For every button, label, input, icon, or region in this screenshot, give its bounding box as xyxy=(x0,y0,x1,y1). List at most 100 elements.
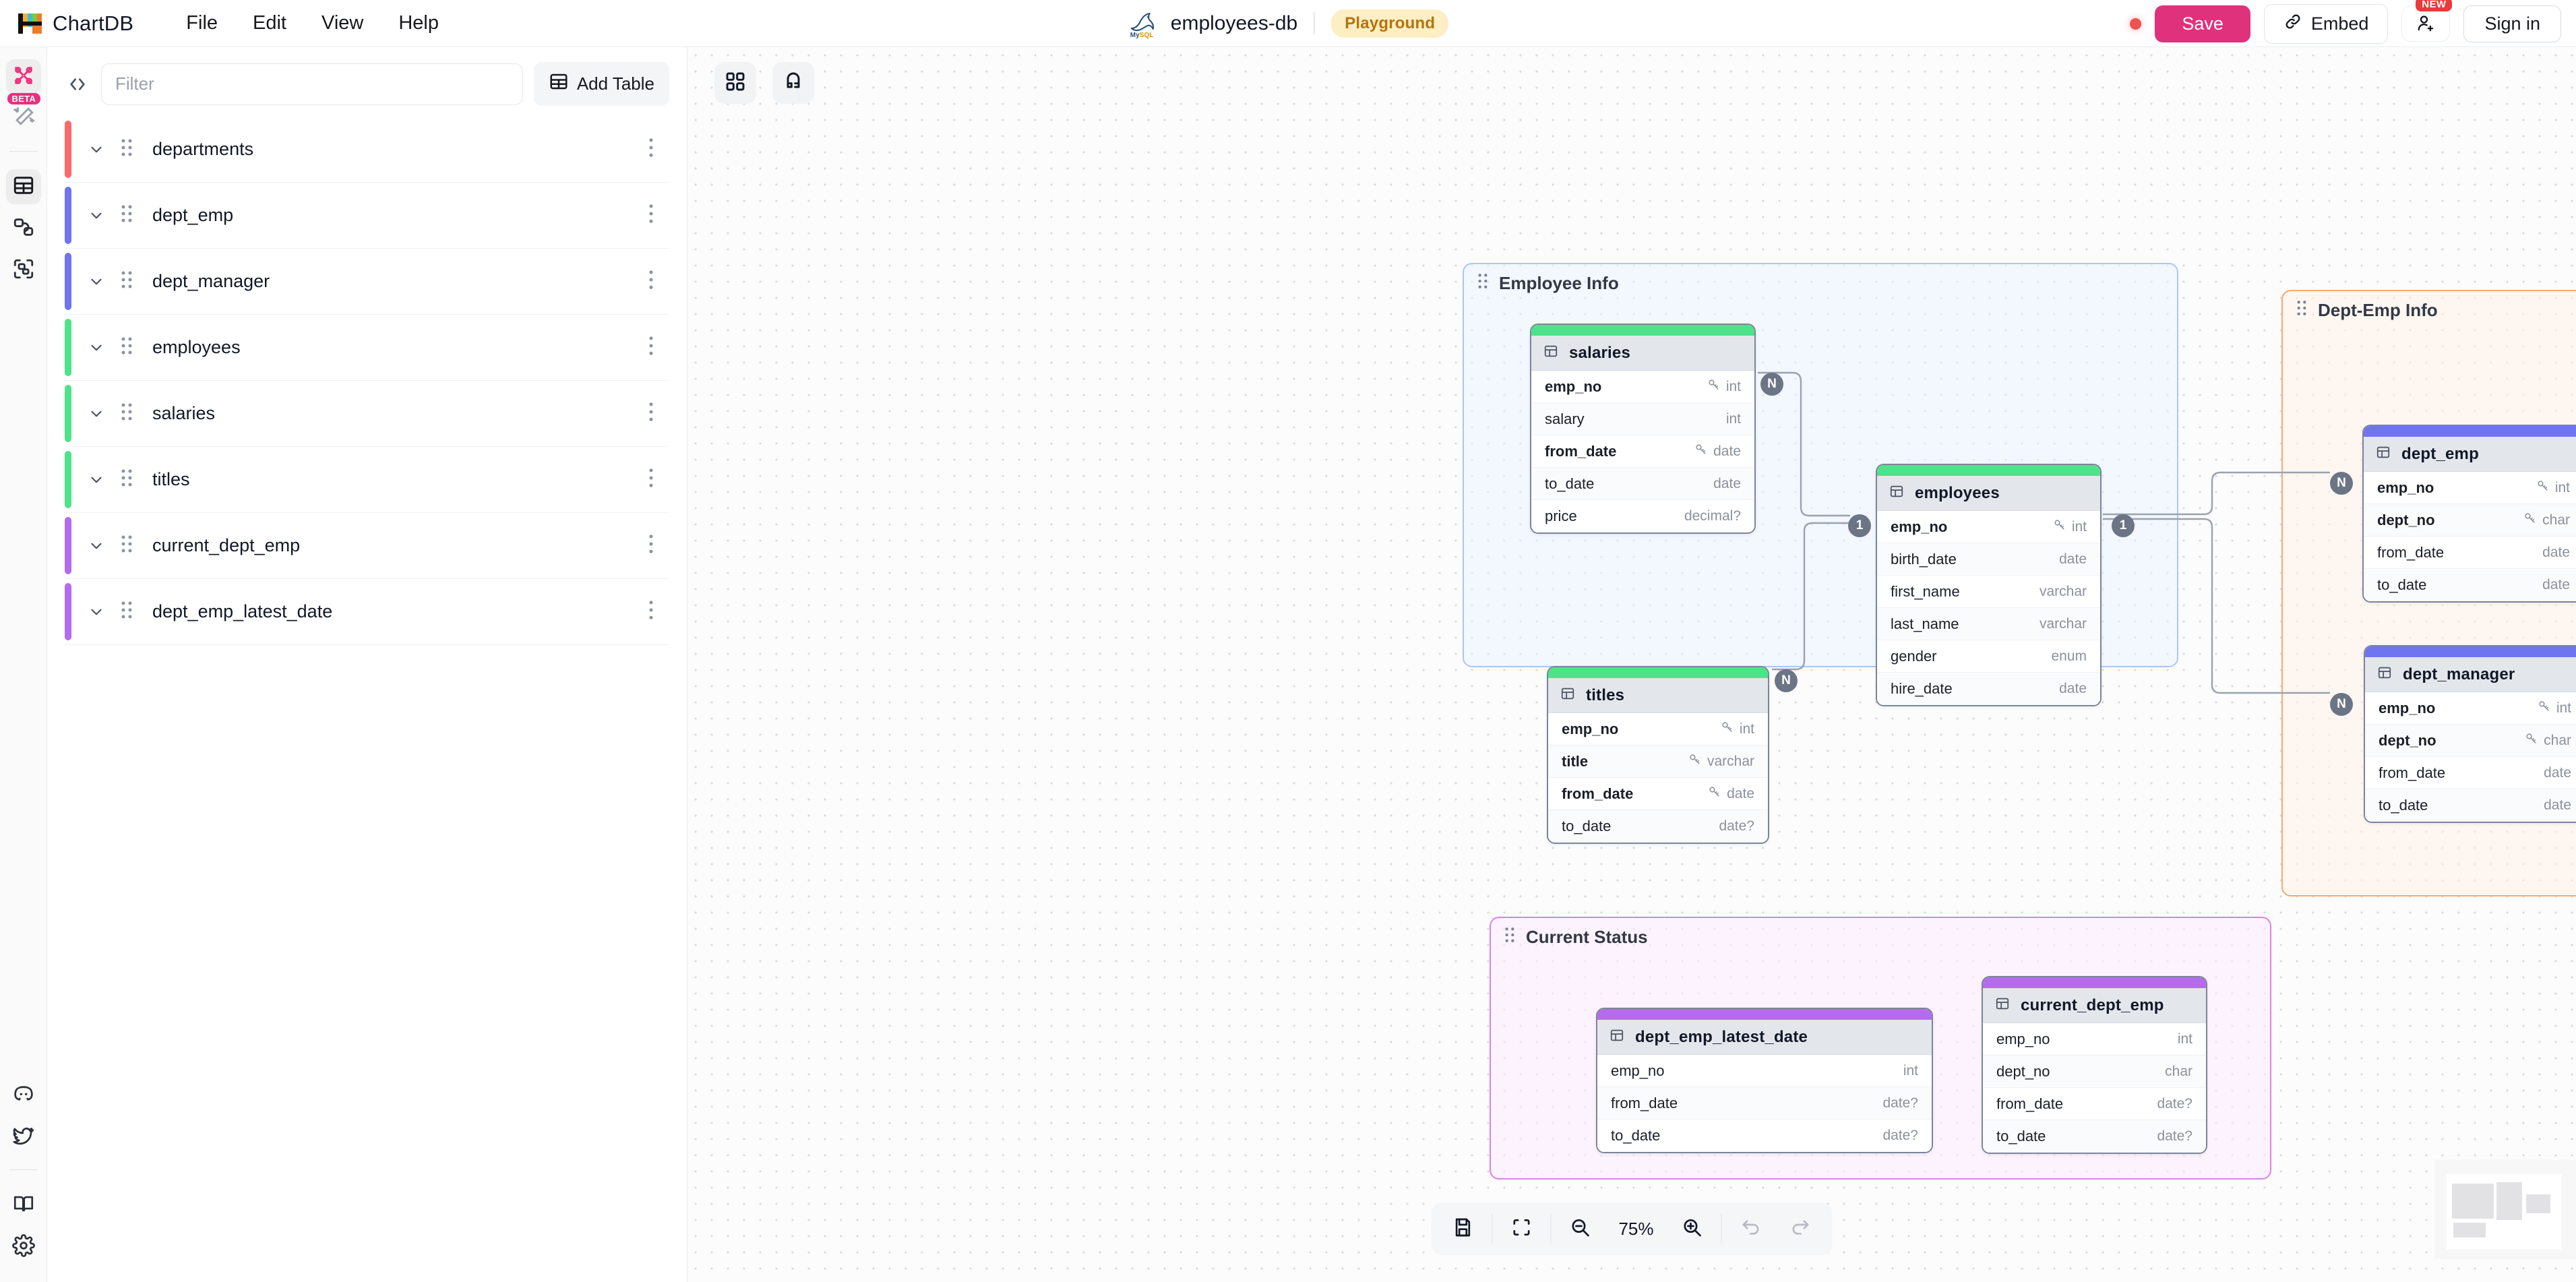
drag-handle-icon[interactable] xyxy=(119,204,135,227)
menu-item-file[interactable]: File xyxy=(186,12,218,34)
chevron-down-icon[interactable] xyxy=(88,405,105,423)
add-table-button[interactable]: Add Table xyxy=(533,62,669,106)
drag-handle-icon[interactable] xyxy=(119,138,135,161)
chevron-down-icon[interactable] xyxy=(88,273,105,291)
minimap[interactable] xyxy=(2434,1159,2576,1259)
drag-handle-icon[interactable] xyxy=(119,600,135,623)
save-button[interactable]: Save xyxy=(2155,5,2250,42)
menu-item-view[interactable]: View xyxy=(321,12,364,34)
table-node-header[interactable]: employees xyxy=(1877,476,2100,511)
sidebar-table-row[interactable]: salaries xyxy=(65,381,669,447)
table-node-header[interactable]: dept_emp_latest_date xyxy=(1597,1020,1932,1055)
drag-handle-icon[interactable] xyxy=(119,270,135,293)
zoom-in-button[interactable] xyxy=(1667,1210,1717,1248)
menu-item-edit[interactable]: Edit xyxy=(253,12,286,34)
chevron-down-icon[interactable] xyxy=(88,471,105,489)
sidebar-table-row[interactable]: dept_emp xyxy=(65,183,669,249)
toggle-grid-button[interactable] xyxy=(714,62,756,104)
sidebar-table-row[interactable]: dept_manager xyxy=(65,249,669,315)
chevron-down-icon[interactable] xyxy=(88,603,105,621)
table-menu-icon[interactable] xyxy=(648,599,654,624)
database-name[interactable]: employees-db xyxy=(1170,12,1298,34)
table-menu-icon[interactable] xyxy=(648,137,654,162)
table-menu-icon[interactable] xyxy=(648,467,654,492)
drag-handle-icon[interactable] xyxy=(119,534,135,557)
menu-item-help[interactable]: Help xyxy=(398,12,439,34)
drag-handle-icon[interactable] xyxy=(1503,926,1516,948)
table-node-header[interactable]: dept_manager xyxy=(2365,657,2576,692)
sign-in-button[interactable]: Sign in xyxy=(2463,5,2561,42)
embed-button[interactable]: Embed xyxy=(2263,3,2389,44)
rail-item-discord[interactable] xyxy=(6,1078,41,1113)
code-brackets-icon[interactable] xyxy=(65,71,90,97)
chevron-down-icon[interactable] xyxy=(88,141,105,158)
table-node-header[interactable]: current_dept_emp xyxy=(1983,988,2206,1023)
rail-item-relationships[interactable] xyxy=(6,211,41,246)
account-button[interactable]: NEW xyxy=(2401,0,2453,42)
table-node-header[interactable]: salaries xyxy=(1531,336,1754,371)
rail-item-diagrams[interactable] xyxy=(5,59,41,94)
sidebar-table-row[interactable]: dept_emp_latest_date xyxy=(65,579,669,645)
save-diagram-button[interactable] xyxy=(1438,1210,1488,1248)
sidebar-table-row[interactable]: current_dept_emp xyxy=(65,513,669,579)
rail-item-dependencies[interactable] xyxy=(6,253,41,288)
drag-handle-icon[interactable] xyxy=(2295,299,2308,322)
table-node-header[interactable]: titles xyxy=(1548,678,1768,713)
table-menu-icon[interactable] xyxy=(648,203,654,228)
drag-handle-icon[interactable] xyxy=(119,336,135,359)
rail-item-twitter[interactable] xyxy=(6,1120,41,1155)
filter-input[interactable] xyxy=(101,63,523,105)
table-menu-icon[interactable] xyxy=(648,401,654,426)
sidebar-table-row[interactable]: titles xyxy=(65,447,669,513)
rail-item-ai-magic[interactable]: BETA xyxy=(6,93,41,136)
table-menu-icon[interactable] xyxy=(648,335,654,360)
rail-item-settings[interactable] xyxy=(6,1229,41,1264)
drag-handle-icon[interactable] xyxy=(119,468,135,491)
drag-handle-icon[interactable] xyxy=(119,402,135,425)
chevron-down-icon[interactable] xyxy=(88,207,105,224)
sidebar-table-row[interactable]: employees xyxy=(65,315,669,381)
rail-item-docs[interactable] xyxy=(6,1188,41,1223)
chevron-down-icon[interactable] xyxy=(88,537,105,555)
rail-item-tables[interactable] xyxy=(5,169,41,204)
fit-view-button[interactable] xyxy=(1496,1210,1546,1248)
zoom-out-button[interactable] xyxy=(1555,1210,1605,1248)
table-node-header[interactable]: dept_emp xyxy=(2364,437,2576,472)
undo-button[interactable] xyxy=(1726,1210,1776,1248)
sidebar-table-row[interactable]: departments xyxy=(65,117,669,183)
drag-handle-icon[interactable] xyxy=(1476,272,1490,295)
